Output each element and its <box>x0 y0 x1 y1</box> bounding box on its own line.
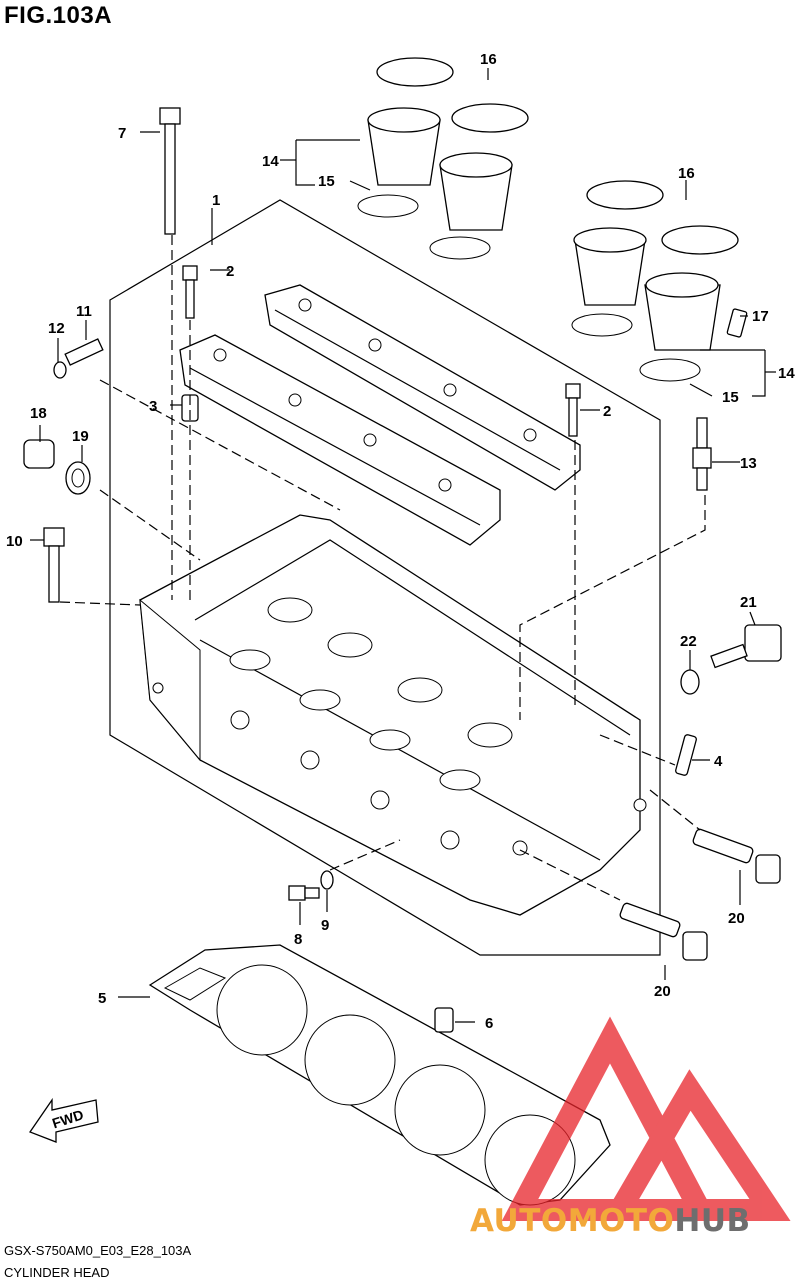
dowel-pin-6 <box>434 1007 454 1033</box>
callout-7: 7 <box>118 125 126 142</box>
gasket-12 <box>53 361 67 379</box>
callout-labels: 1 2 2 3 4 5 6 7 8 9 10 11 12 13 14 14 15… <box>6 51 795 1032</box>
callout-18: 18 <box>30 405 47 422</box>
callout-20-lower: 20 <box>654 983 671 1000</box>
spark-plug-13 <box>692 417 712 491</box>
callout-17: 17 <box>752 308 769 325</box>
plug-18 <box>23 439 55 469</box>
cylinder-head-body <box>139 514 647 916</box>
callout-15-right: 15 <box>722 389 739 406</box>
callout-16-right: 16 <box>678 165 695 182</box>
watermark-part-a: AUTOMOTO <box>470 1203 675 1239</box>
callout-14-upper: 14 <box>262 153 279 170</box>
callout-2-right: 2 <box>603 403 611 420</box>
callout-5: 5 <box>98 990 106 1007</box>
intake-pipes-right <box>571 180 739 382</box>
callout-2-left: 2 <box>226 263 234 280</box>
bolt-20-upper <box>692 828 781 884</box>
cylinder-head-gasket <box>148 944 611 1206</box>
bolt-2-right <box>565 383 581 437</box>
intake-pipes-upper <box>357 57 529 260</box>
bolt-8 <box>288 885 320 901</box>
callout-4: 4 <box>714 753 723 770</box>
callout-22: 22 <box>680 633 697 650</box>
camshaft-holder-rear <box>264 284 581 491</box>
callout-21: 21 <box>740 594 757 611</box>
bolt-10 <box>43 527 65 603</box>
washer-9 <box>320 870 334 890</box>
callout-15-upper: 15 <box>318 173 335 190</box>
callout-16-upper: 16 <box>480 51 497 68</box>
figure-name: CYLINDER HEAD <box>4 1265 110 1280</box>
screw-17 <box>726 308 748 338</box>
watermark-text: AUTOMOTOHUB <box>470 1203 751 1239</box>
watermark-part-b: HUB <box>674 1203 751 1239</box>
callout-6: 6 <box>485 1015 493 1032</box>
gasket-22 <box>680 669 700 695</box>
callout-9: 9 <box>321 917 329 934</box>
assembly-frame <box>109 199 661 956</box>
dowel-pin-4 <box>675 734 697 776</box>
callout-11: 11 <box>76 303 92 320</box>
camshaft-holder-front <box>179 334 501 546</box>
callout-8: 8 <box>294 931 302 948</box>
gasket-19 <box>65 461 91 495</box>
cam-journals <box>229 597 513 791</box>
bolt-20-lower <box>619 902 708 961</box>
figure-code: GSX-S750AM0_E03_E28_103A <box>4 1243 192 1258</box>
callout-1: 1 <box>212 192 220 209</box>
exhaust-ports <box>152 682 647 856</box>
figure-title: FIG.103A <box>4 2 113 29</box>
callout-20-upper: 20 <box>728 910 745 927</box>
callout-19: 19 <box>72 428 89 445</box>
fwd-direction-badge: FWD <box>28 1097 99 1143</box>
bolt-7 <box>159 107 181 235</box>
callout-12: 12 <box>48 320 65 337</box>
callout-13: 13 <box>740 455 757 472</box>
watermark-logo <box>501 1016 791 1221</box>
callout-10: 10 <box>6 533 23 550</box>
leader-lines <box>30 68 776 1023</box>
callout-3: 3 <box>149 398 157 415</box>
bolt-2-left <box>182 265 198 319</box>
union-11 <box>64 338 104 366</box>
temp-sensor-21 <box>710 624 782 669</box>
callout-14-right: 14 <box>778 365 795 382</box>
